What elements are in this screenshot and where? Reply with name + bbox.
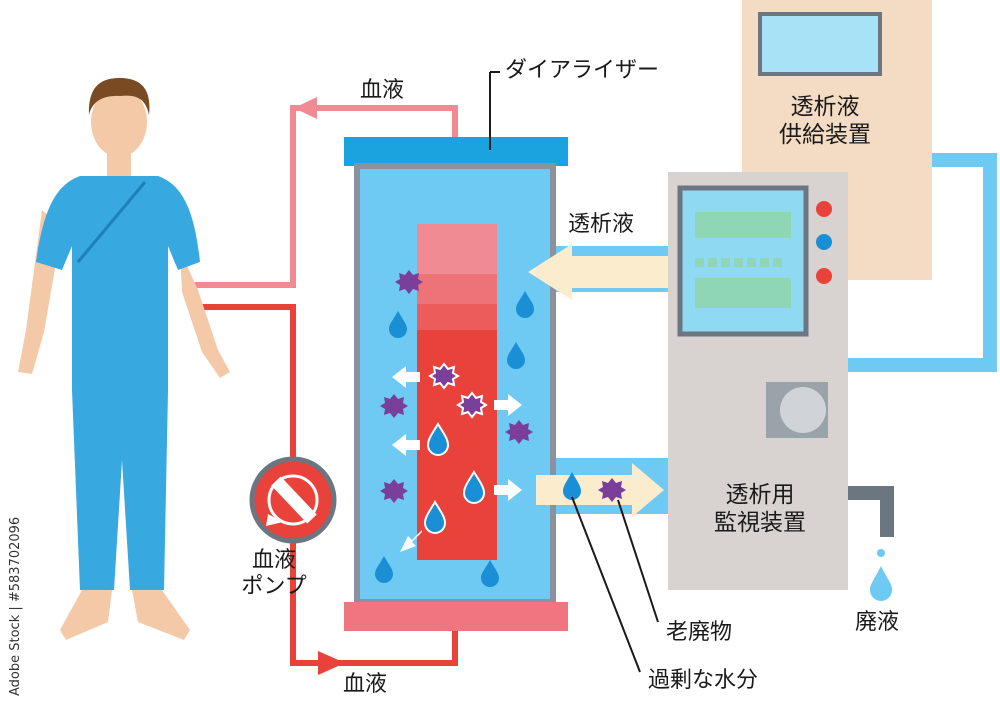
blood-column-light-1: [417, 224, 497, 274]
dialysate-label: 透析液: [568, 212, 635, 237]
blood-return-arrow: [294, 97, 317, 119]
watermark-text: Adobe Stock | #583702096: [8, 516, 23, 696]
dialysate-supply-label-line1: 透析液: [790, 94, 860, 120]
blood-pump-rotation-arrow: [266, 514, 283, 526]
supply-to-monitor-tube: [848, 153, 997, 372]
patient-shirt: [36, 176, 200, 390]
dialysate-supply-label-line2: 供給装置: [779, 121, 871, 148]
patient-right-arm: [180, 250, 230, 378]
monitor-screen-bar-1: [695, 212, 791, 238]
blood-outflow-label: 血液: [360, 78, 405, 103]
blood-pump-bar: [271, 476, 317, 524]
patient-hair: [88, 78, 150, 115]
waste-drain-pipe: [848, 486, 894, 537]
blood-pump-rotor: [267, 474, 319, 526]
monitor-device-label: 透析用 監視装置: [700, 482, 820, 537]
waste-leader-line: [617, 499, 659, 623]
patient-pants: [72, 390, 168, 590]
water-drops-in-blood: [423, 422, 486, 534]
monitor-button-blue: [816, 234, 832, 250]
blood-column-light-3: [417, 304, 497, 330]
monitor-device-label-line2: 監視装置: [714, 509, 806, 536]
blood-pump-label-line1: 血液: [251, 548, 296, 573]
excess-water-label: 過剰な水分: [648, 668, 759, 693]
blood-pump-label-line2: ポンプ: [241, 574, 307, 600]
blood-supply-arrow: [318, 651, 345, 675]
patient-face: [91, 87, 147, 157]
patient-shirt-sash: [76, 181, 147, 263]
waste-products-label: 老廃物: [666, 620, 733, 645]
dialysate-inflow-arrow: [528, 244, 668, 300]
blood-pump-label: 血液 ポンプ: [232, 548, 316, 601]
watermark: Adobe Stock | #583702096: [4, 460, 26, 700]
monitor-button-red-1: [816, 201, 832, 217]
monitor-device-label-line1: 透析用: [725, 482, 795, 508]
blood-inflow-label: 血液: [343, 672, 388, 697]
patient-feet: [60, 590, 190, 640]
patient-figure: [18, 78, 230, 640]
monitor-screen-dots: [695, 258, 782, 267]
excess-water-leader-line: [571, 496, 641, 673]
waste-liquid-label: 廃液: [855, 610, 900, 635]
waste-small-drop: [877, 549, 885, 557]
supply-unit-screen: [758, 12, 882, 76]
filtration-arrows: [392, 366, 522, 552]
water-drops: [375, 291, 534, 587]
waste-drop-icon: [870, 566, 892, 601]
monitor-screen-bar-2: [695, 278, 791, 308]
dialysate-supply-label: 透析液 供給装置: [770, 94, 880, 149]
waste-particles-in-blood: [428, 362, 488, 419]
monitor-button-red-2: [816, 268, 832, 284]
monitor-dial: [780, 387, 826, 433]
dialyzer-cap-top: [344, 137, 568, 166]
excess-water-drop-icon: [563, 472, 581, 500]
blood-column-light-2: [417, 274, 497, 304]
waste-particles: [380, 270, 626, 503]
dialyzer-cap-bottom: [344, 602, 568, 631]
dialyzer-label: ダイアライザー: [505, 58, 660, 83]
